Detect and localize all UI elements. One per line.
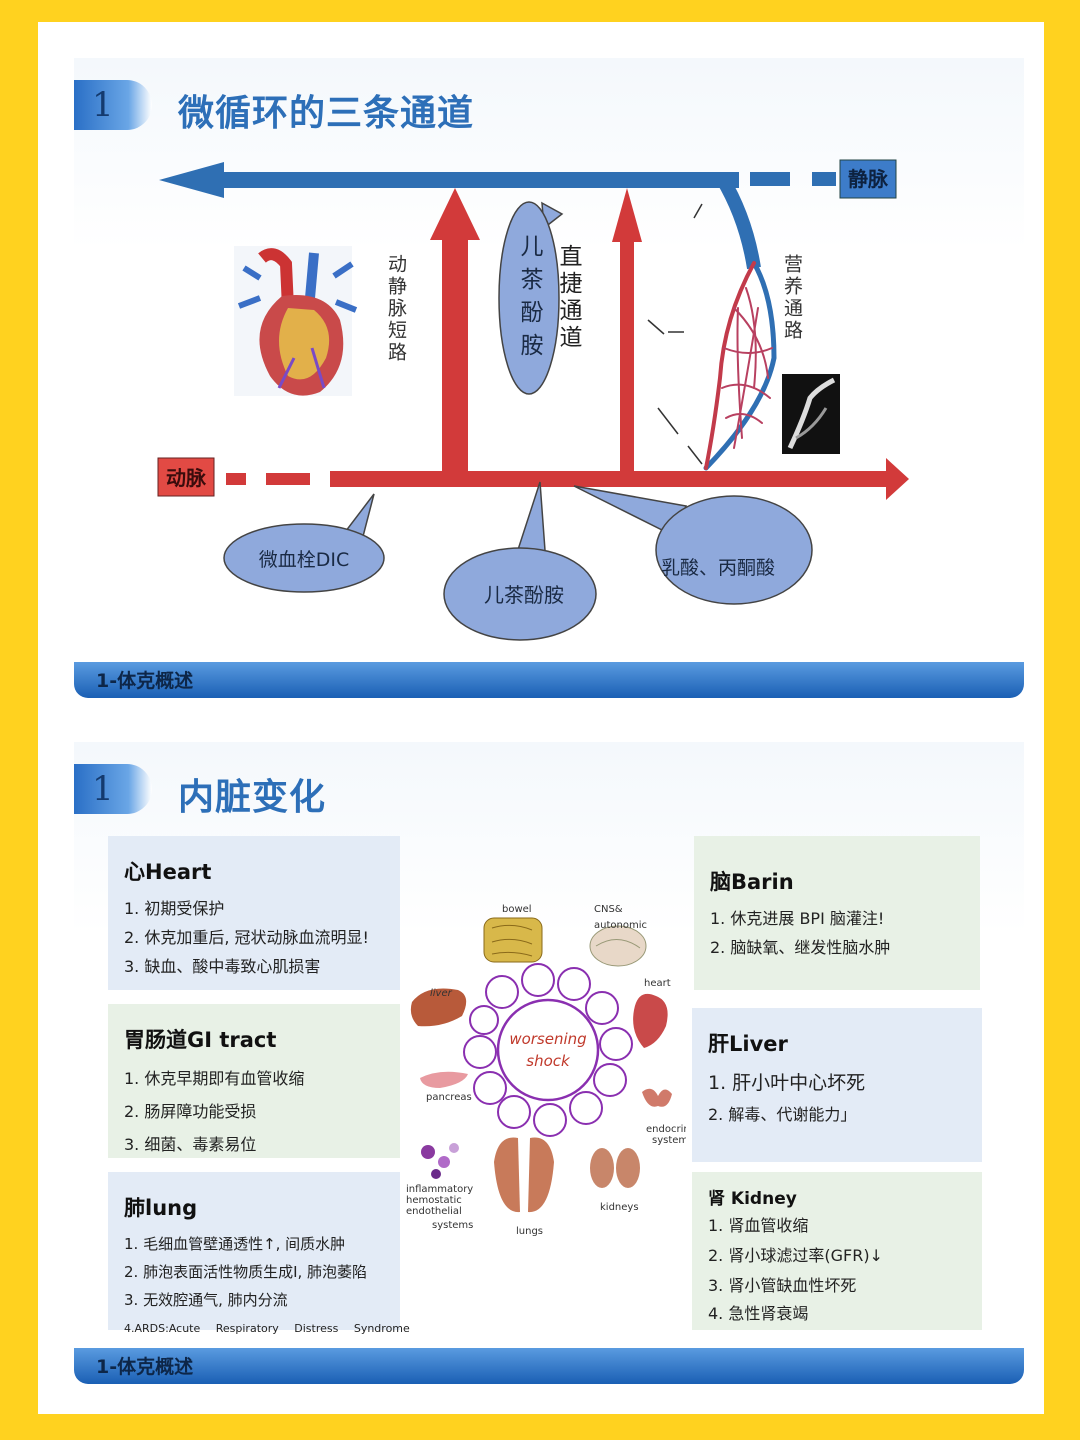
bubble-dic-text: 微血栓DIC [259, 549, 350, 571]
panel-lung: 肺lung 1. 毛细血管壁通透性↑, 间质水肿 2. 肺泡表面活性物质生成I,… [108, 1172, 410, 1335]
bubble-catecholamine-text: 儿茶酚胺 [484, 583, 564, 607]
vein-dash-2 [812, 172, 836, 186]
vein-label-box: 静脉 [839, 159, 897, 199]
label-heart: heart [644, 978, 671, 989]
vein-arrowhead [159, 162, 224, 198]
brain-title: 脑Barin [710, 870, 794, 894]
heart-line: 3. 缺血、酸中毒致心肌损害 [124, 957, 321, 976]
gi-title: 胃肠道GI tract [124, 1028, 277, 1052]
av-shunt-shaft [442, 238, 468, 478]
brain-line: 1. 休克进展 BPI 脑灌注! [710, 909, 885, 928]
shock-cycle-diagram: worsening shock bowel CNS& autonomic hea… [406, 904, 686, 1237]
kidney-line: 4. 急性肾衰竭 [708, 1304, 809, 1323]
panel-liver: 肝Liver 1. 肝小叶中心坏死 2. 解毒、代谢能力」 [692, 1008, 982, 1162]
artery-dash-2 [266, 473, 310, 485]
heart-line: 2. 休克加重后, 冠状动脉血流明显! [124, 928, 369, 947]
av-shunt-arrowhead [430, 188, 480, 240]
bubble-lactic [573, 485, 813, 605]
panel-heart: 心Heart 1. 初期受保护 2. 休克加重后, 冠状动脉血流明显! 3. 缺… [108, 836, 400, 990]
gi-line: 3. 细菌、毒素易位 [124, 1135, 257, 1154]
slide-number: 1 [74, 764, 152, 814]
label-lungs: lungs [516, 1226, 543, 1237]
nutrient-channel-label: 营养通路 [781, 254, 803, 342]
cycle-center [496, 998, 600, 1102]
liver-line: 2. 解毒、代谢能力」 [708, 1105, 857, 1124]
lungs-sketch [494, 1137, 554, 1213]
heart-title: 心Heart [124, 860, 212, 884]
bubble-catecholamine [443, 481, 597, 641]
label-liver: liver [430, 988, 453, 999]
capillary-network [703, 260, 777, 471]
slide-organ-changes: 1 内脏变化 心Heart 1. 初期受保护 2. 休克加重后, 冠状动脉血流明… [74, 742, 1024, 1384]
artery-label-box: 动脉 [157, 457, 215, 497]
label-inflammatory: inflammatory [406, 1184, 473, 1195]
thyroid-sketch [642, 1088, 672, 1107]
bubble-top-catecholamine [498, 201, 564, 395]
slide-microcirculation: 1 微循环的三条通道 [74, 58, 1024, 698]
artery-dash-1 [226, 473, 246, 485]
label-systems: systems [432, 1220, 473, 1231]
cycle-center-line1: worsening [509, 1030, 586, 1048]
label-cns: CNS& [594, 904, 623, 915]
av-shunt-label: 动静脉短路 [385, 254, 407, 364]
bowel-sketch [483, 917, 543, 963]
gi-line: 1. 休克早期即有血管收缩 [124, 1069, 305, 1088]
panel-gi-tract: 胃肠道GI tract 1. 休克早期即有血管收缩 2. 肠屏障功能受损 3. … [108, 1004, 400, 1158]
lung-title: 肺lung [124, 1196, 198, 1220]
direct-channel-arrowhead [612, 188, 642, 242]
brain-line: 2. 脑缺氧、继发性脑水肿 [710, 938, 891, 957]
kidney-title: 肾 Kidney [708, 1189, 797, 1209]
capillary-micrograph [782, 374, 840, 454]
microcirculation-diagram: 静脉 动脉 动静脉短路 直捷通道 营养通路 儿茶酚胺 微血栓DIC 儿茶酚胺 乳… [157, 159, 909, 641]
label-bowel: bowel [502, 904, 532, 915]
slide-footer: 1-体克概述 [74, 1348, 1024, 1384]
bubble-lactic-text: 乳酸、丙酮酸 [661, 557, 775, 579]
kidney-line: 1. 肾血管收缩 [708, 1216, 809, 1235]
liver-title: 肝Liver [708, 1032, 788, 1056]
lung-line: 1. 毛细血管壁通透性↑, 间质水肿 [124, 1235, 346, 1253]
label-endocrine: endocrine [646, 1124, 686, 1135]
artery-label: 动脉 [166, 466, 207, 490]
flow-arrows [647, 203, 703, 465]
lung-line: 3. 无效腔通气, 肺内分流 [124, 1291, 288, 1309]
cycle-center-line2: shock [526, 1052, 571, 1070]
label-endothelial: endothelial [406, 1206, 462, 1217]
label-endocrine-system: system [652, 1135, 686, 1146]
cycle-circles [463, 963, 633, 1137]
bubble-top-text: 儿茶酚胺 [516, 234, 544, 366]
label-kidneys: kidneys [600, 1202, 639, 1213]
kidney-line: 2. 肾小球滤过率(GFR)↓ [708, 1246, 883, 1265]
label-hemostatic: hemostatic [406, 1195, 462, 1206]
vein-shaft [219, 172, 739, 188]
panel-brain: 脑Barin 1. 休克进展 BPI 脑灌注! 2. 脑缺氧、继发性脑水肿 [694, 836, 980, 990]
label-autonomic: autonomic [594, 920, 647, 931]
slide-title: 内脏变化 [178, 777, 327, 818]
slide-footer: 1-体克概述 [74, 662, 1024, 698]
direct-channel-shaft [620, 238, 634, 478]
heart-sketch [633, 993, 668, 1048]
lung-line: 2. 肺泡表面活性物质生成I, 肺泡萎陷 [124, 1263, 368, 1281]
bubble-dic [223, 493, 385, 593]
cells-sketch [421, 1143, 459, 1179]
artery-arrowhead [886, 458, 909, 500]
kidneys-sketch [590, 1148, 640, 1188]
heart-line: 1. 初期受保护 [124, 899, 225, 918]
vein-label: 静脉 [848, 167, 889, 191]
gi-line: 2. 肠屏障功能受损 [124, 1102, 257, 1121]
panel-kidney: 肾 Kidney 1. 肾血管收缩 2. 肾小球滤过率(GFR)↓ 3. 肾小管… [692, 1172, 982, 1330]
pancreas-sketch [420, 1071, 468, 1088]
artery-shaft [330, 471, 890, 487]
lung-ards-line: 4.ARDS:Acute Respiratory Distress Syndro… [124, 1322, 410, 1335]
liver-sketch [410, 988, 467, 1027]
slide-number: 1 [74, 80, 152, 130]
vein-dash-1 [750, 172, 790, 186]
venule [715, 174, 761, 270]
kidney-line: 3. 肾小管缺血性坏死 [708, 1276, 857, 1295]
label-pancreas: pancreas [426, 1092, 472, 1103]
slide-title: 微循环的三条通道 [178, 93, 475, 134]
liver-line: 1. 肝小叶中心坏死 [708, 1072, 866, 1094]
direct-channel-label: 直捷通道 [555, 244, 583, 352]
brain-sketch [589, 925, 647, 967]
heart-illustration [234, 246, 358, 396]
